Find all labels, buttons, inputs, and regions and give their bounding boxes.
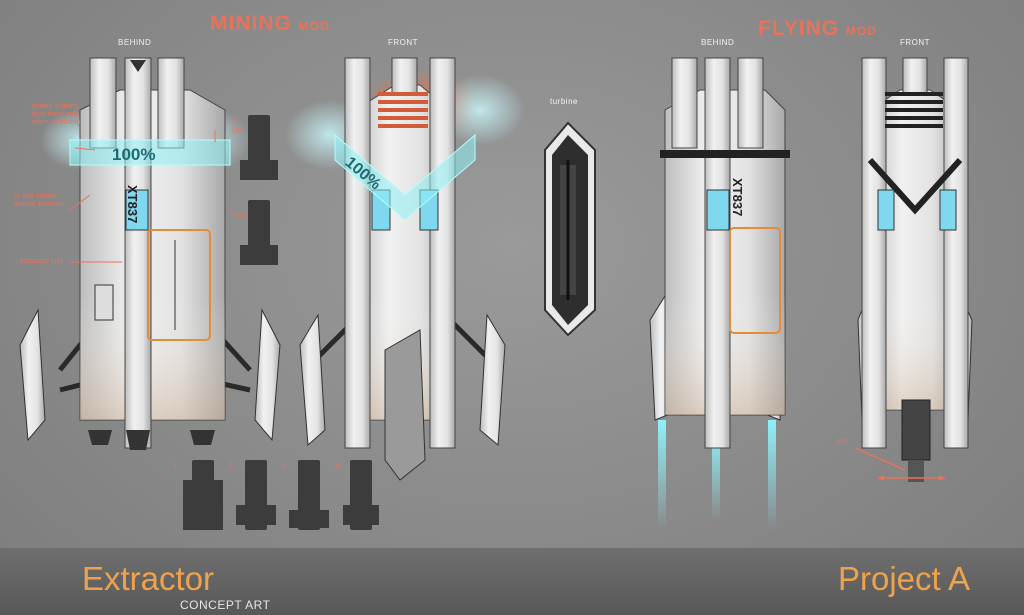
flying-suffix: MOD bbox=[845, 24, 877, 38]
label-flying-front: FRONT bbox=[900, 38, 931, 47]
mining-bottom-steps bbox=[183, 460, 379, 530]
flying-title: FLYING bbox=[758, 17, 840, 40]
bottom-step-number-2: 2 bbox=[229, 463, 233, 470]
mining-side-steps bbox=[240, 115, 278, 265]
note-percent-rotate: % text rotates around extractor bbox=[14, 193, 65, 208]
footer-title: Extractor bbox=[82, 560, 215, 597]
hull-code-flying: XT837 bbox=[730, 178, 745, 217]
mining-behind-view bbox=[19, 57, 281, 450]
bottom-step-number-4: 4 bbox=[336, 463, 340, 470]
flying-mod-header: FLYING MOD bbox=[758, 17, 877, 41]
hull-code-behind: XT837 bbox=[125, 185, 140, 224]
flying-front-view bbox=[854, 57, 973, 482]
footer-subtitle: CONCEPT ART bbox=[180, 598, 271, 612]
note-smoke: smoke is going from there only when its … bbox=[32, 103, 81, 126]
note-drill: drill bbox=[836, 437, 849, 446]
mining-front-view bbox=[285, 57, 525, 481]
side-step-number-1: 1 bbox=[232, 118, 236, 125]
label-flying-behind: BEHIND bbox=[701, 38, 735, 47]
bottom-step-number-3: 3 bbox=[282, 463, 286, 470]
hud-behind-percent: 100% bbox=[112, 145, 156, 164]
note-extracted-fuel: extracted fuel bbox=[20, 258, 63, 265]
flying-behind-view bbox=[649, 57, 790, 530]
mining-title: MINING bbox=[210, 12, 292, 35]
annotation-pointers bbox=[69, 147, 122, 263]
side-step-label-1: UP bbox=[232, 128, 242, 135]
mining-mod-header: MINING MOD bbox=[210, 12, 330, 36]
side-step-number-2: 2 bbox=[229, 205, 233, 212]
bottom-step-number-1: 1 bbox=[173, 463, 177, 470]
turbine-view bbox=[544, 121, 596, 337]
footer-project: Project A bbox=[838, 560, 971, 597]
side-step-label-2: 30ws bbox=[229, 213, 246, 220]
label-turbine: turbine bbox=[550, 97, 578, 106]
label-mining-front: FRONT bbox=[388, 38, 419, 47]
footer-bar: Extractor CONCEPT ART Project A bbox=[0, 548, 1024, 615]
label-mining-behind: BEHIND bbox=[118, 38, 152, 47]
mining-suffix: MOD bbox=[298, 19, 330, 33]
